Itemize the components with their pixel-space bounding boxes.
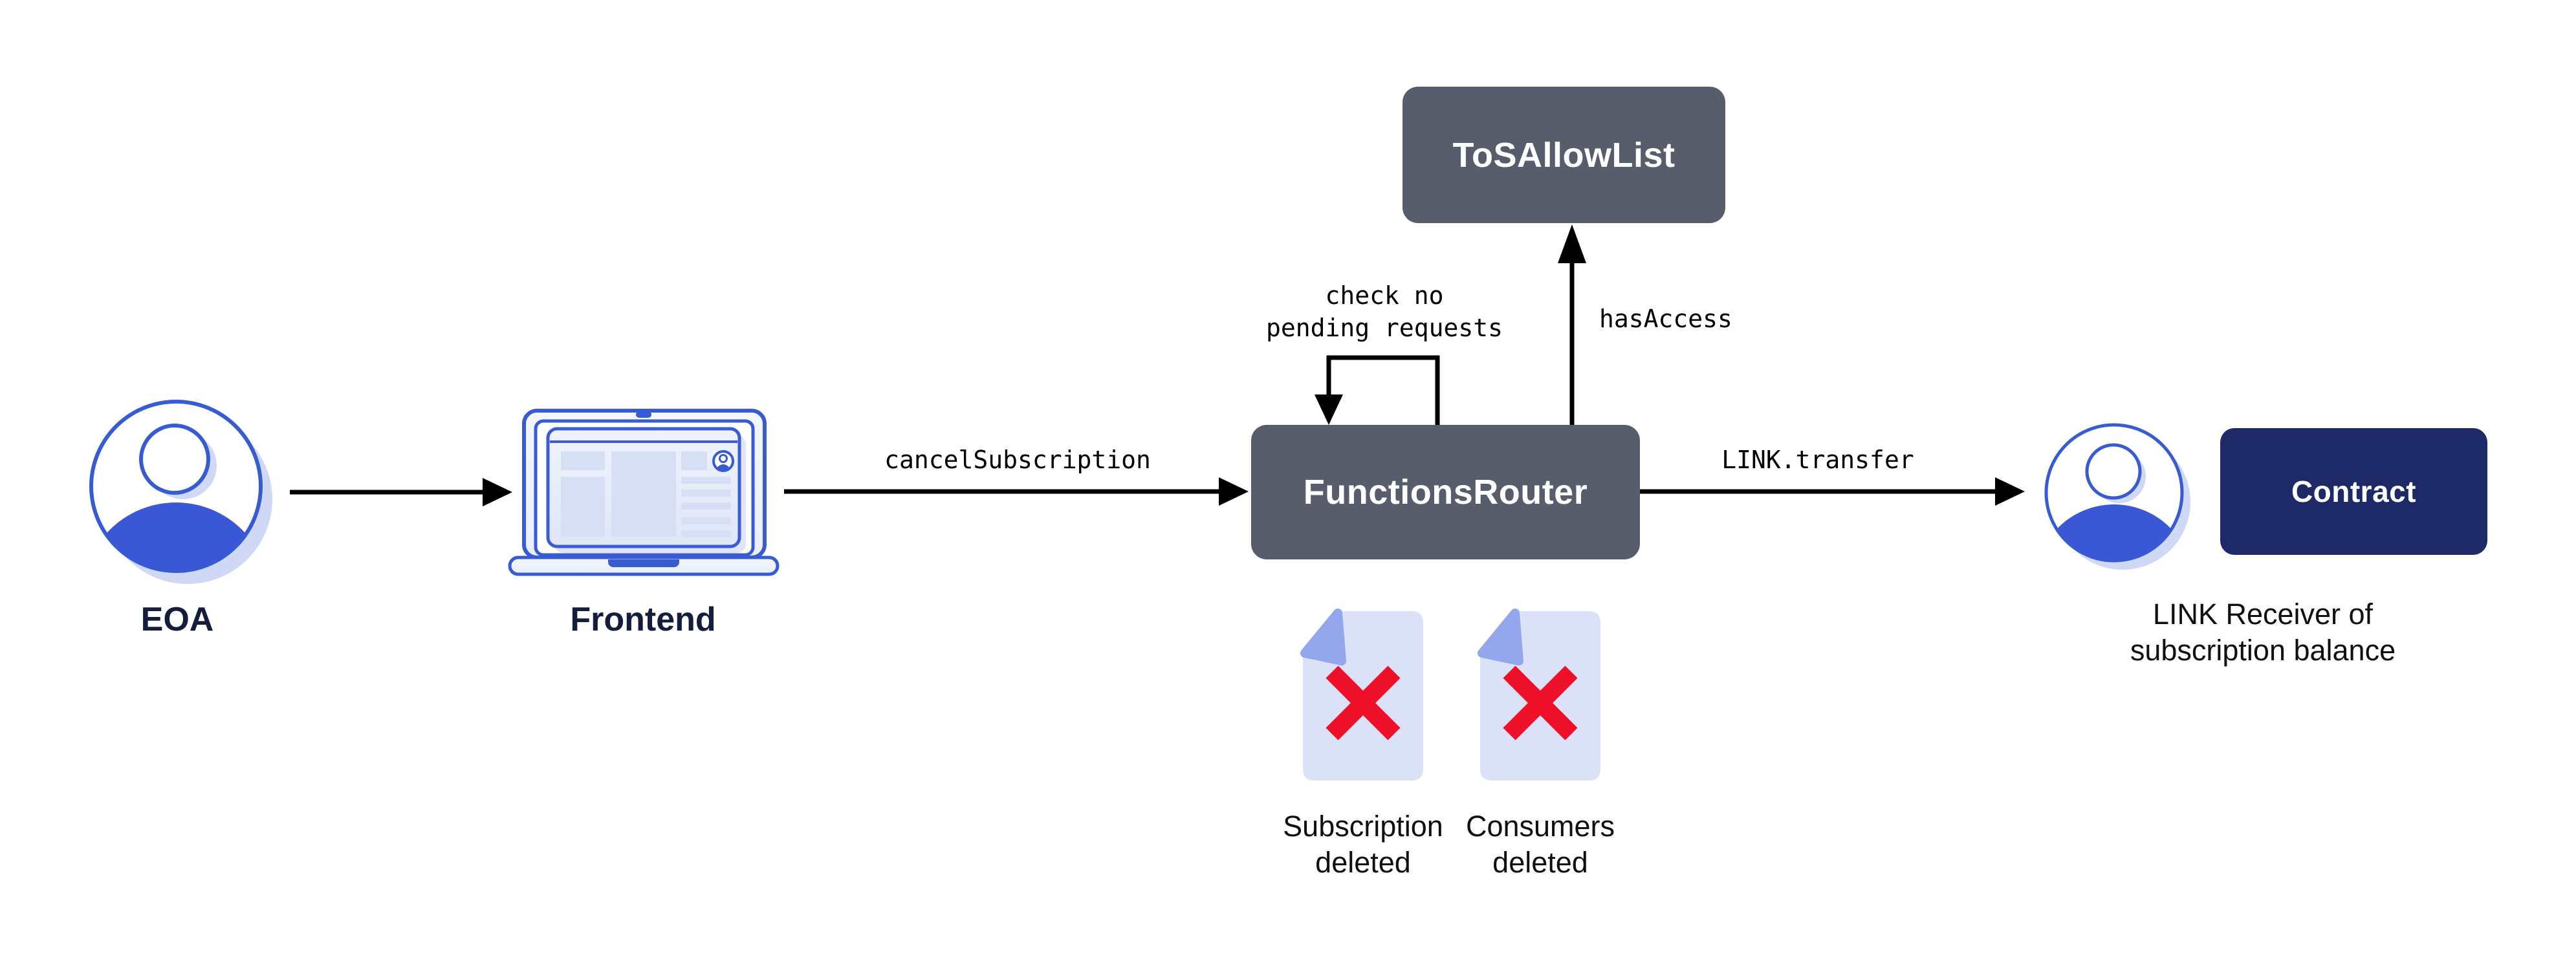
user-head	[139, 424, 210, 495]
eoa-label: EOA	[140, 601, 214, 638]
arrow-router-to-tos	[1558, 224, 1586, 427]
wireframe-bar	[681, 477, 731, 484]
wireframe-bar	[681, 490, 731, 497]
arrow-head	[1995, 477, 2025, 506]
document-fold	[1478, 609, 1523, 665]
consumers-deleted-caption: Consumers deleted	[1443, 808, 1637, 881]
wireframe-block	[561, 451, 605, 470]
link-receiver-caption: LINK Receiver of subscription balance	[2095, 596, 2431, 669]
arrow-eoa-to-frontend	[290, 478, 512, 506]
wireframe-block	[561, 477, 605, 537]
arrow-router-to-receiver	[1640, 477, 2025, 506]
wireframe-bar	[681, 517, 731, 524]
node-functions-router: FunctionsRouter	[1251, 425, 1640, 559]
contract-label: Contract	[2291, 475, 2417, 508]
edge-label-line: pending requests	[1265, 314, 1503, 342]
caption-line: Consumers	[1465, 810, 1615, 843]
caption-line: deleted	[1492, 846, 1588, 879]
user-head	[2085, 443, 2142, 500]
user-body	[91, 502, 261, 571]
laptop-camera	[636, 411, 651, 418]
document-deleted-icon	[1478, 609, 1600, 781]
wireframe-bar	[681, 530, 731, 537]
user-body	[2046, 504, 2182, 561]
document-deleted-icon	[1300, 609, 1423, 781]
tos-allow-list-label: ToSAllowList	[1452, 135, 1675, 175]
edge-label-line: check no	[1325, 281, 1444, 310]
laptop-icon	[508, 409, 780, 576]
avatar-head	[719, 454, 728, 463]
arrow-head	[1315, 394, 1343, 425]
arrow-head	[1219, 477, 1249, 506]
arrow-router-self-loop	[1315, 355, 1440, 427]
caption-line: deleted	[1315, 846, 1411, 879]
caption-line: Subscription	[1283, 810, 1443, 843]
laptop-notch	[608, 559, 679, 567]
user-icon	[89, 400, 272, 584]
frontend-label: Frontend	[570, 601, 716, 638]
caption-line: subscription balance	[2130, 634, 2396, 667]
arrow-head	[1558, 224, 1586, 263]
edge-label-has-access: hasAccess	[1599, 305, 1732, 333]
caption-line: LINK Receiver of	[2152, 598, 2374, 631]
delete-x-icon	[1326, 665, 1401, 740]
arrow-head	[483, 478, 512, 506]
delete-x-icon	[1503, 665, 1578, 740]
edge-label-link-transfer: LINK.transfer	[1721, 446, 1914, 474]
subscription-deleted-caption: Subscription deleted	[1266, 808, 1460, 881]
user-icon	[2044, 423, 2190, 570]
document-fold	[1300, 609, 1346, 665]
browser-header-line	[550, 440, 737, 443]
avatar-body	[716, 464, 730, 471]
arrow-line	[1326, 355, 1440, 427]
functions-router-label: FunctionsRouter	[1303, 473, 1588, 512]
node-tos-allow-list: ToSAllowList	[1403, 87, 1725, 223]
wireframe-bar	[681, 502, 731, 510]
arrow-frontend-to-router	[784, 477, 1249, 506]
wireframe-block	[681, 451, 707, 470]
edge-label-cancel-subscription: cancelSubscription	[884, 446, 1151, 474]
node-contract: Contract	[2220, 428, 2487, 555]
wireframe-block	[611, 451, 676, 537]
edge-label-check-pending: check no pending requests	[1223, 279, 1546, 344]
